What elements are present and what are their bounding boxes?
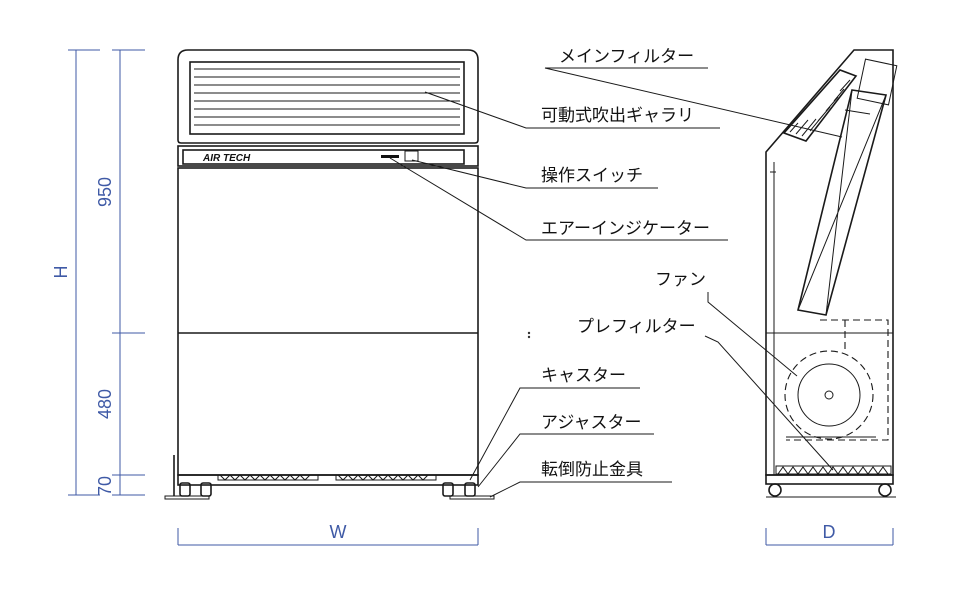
label-pre-filter: プレフィルター (577, 317, 696, 337)
label-adjuster: アジャスター (541, 413, 641, 433)
depth-label: D (823, 522, 836, 542)
dimension-70: 70 (95, 476, 115, 496)
brand-logo-text: AIR TECH (202, 153, 251, 164)
segment-dimensions: 950 480 70 (95, 49, 145, 496)
leader-lines (389, 67, 843, 498)
air-indicator-light (381, 155, 399, 158)
label-main-filter: メインフィルター (559, 47, 694, 67)
label-operation-switch: 操作スイッチ (541, 166, 643, 186)
width-label: W (330, 522, 347, 542)
label-fan: ファン (655, 270, 706, 290)
side-view (765, 49, 898, 498)
height-dimension: H (51, 49, 100, 496)
front-view: AIR TECH (164, 49, 495, 500)
label-anti-tip-bracket: 転倒防止金具 (541, 460, 643, 480)
louver-grille (189, 61, 465, 135)
depth-dimension: D (765, 522, 894, 546)
label-air-indicator: エアーインジケーター (541, 219, 710, 239)
label-louver: 可動式吹出ギャラリ (541, 106, 694, 126)
part-labels: メインフィルター 可動式吹出ギャラリ 操作スイッチ エアーインジケーター ファン… (541, 47, 710, 480)
height-label: H (51, 266, 71, 279)
dimension-480: 480 (95, 389, 115, 419)
fan-housing (784, 319, 889, 441)
width-dimension: W (177, 522, 479, 546)
operation-switch (404, 150, 419, 162)
label-caster: キャスター (541, 366, 626, 386)
dimension-950: 950 (95, 177, 115, 207)
pre-filter (775, 465, 892, 475)
main-filter (797, 89, 888, 316)
